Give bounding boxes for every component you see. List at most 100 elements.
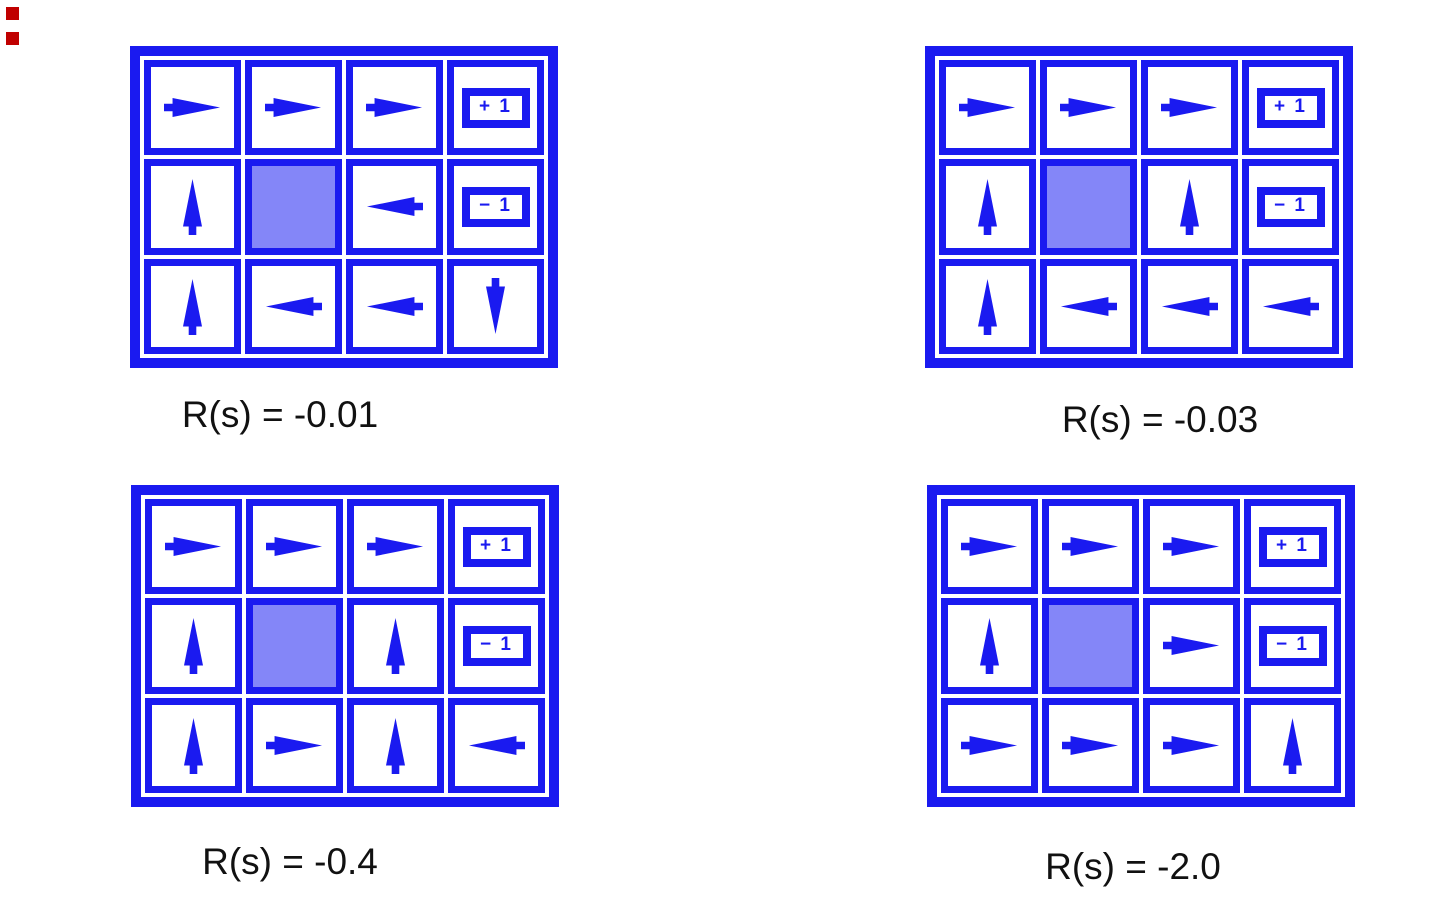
right-arrow-icon [1163,537,1220,557]
left-arrow-icon [366,197,423,217]
left-arrow-icon [1161,296,1218,316]
policy-grid-r-2.0: + 1 − 1 [927,485,1355,807]
terminal-cell: − 1 [1242,159,1339,255]
right-arrow-icon [1062,735,1119,755]
policy-cell-right [346,60,443,156]
right-arrow-icon [1062,537,1119,557]
badge-label: − 1 [1274,195,1307,217]
terminal-cell: + 1 [1242,60,1339,156]
up-arrow-icon [183,179,202,236]
policy-cell-up [939,258,1036,354]
policy-cell-up [1244,697,1341,793]
policy-cell-left [346,159,443,255]
grid-caption: R(s) = -0.4 [202,841,378,882]
policy-cell-right [145,499,242,595]
wall-cell [1040,159,1137,255]
policy-grid-r-0.4: + 1 − 1 [131,485,559,807]
badge-label: − 1 [1276,634,1309,656]
terminal-cell: − 1 [1244,598,1341,694]
policy-cell-right [246,697,343,793]
right-arrow-icon [265,98,322,118]
up-arrow-icon [386,717,405,774]
policy-cell-right [1042,499,1139,595]
badge-label: − 1 [480,634,513,656]
policy-cell-right [1143,499,1240,595]
up-arrow-icon [978,179,997,236]
minus-one-badge: − 1 [1258,625,1327,666]
left-arrow-icon [1060,296,1117,316]
wall-cell [245,159,342,255]
right-arrow-icon [1163,636,1220,656]
policy-cell-down [447,258,544,354]
grid-caption: R(s) = -2.0 [1045,846,1221,887]
left-arrow-icon [1262,296,1319,316]
minus-one-badge: − 1 [1256,186,1325,227]
policy-cell-up [347,697,444,793]
plus-one-badge: + 1 [462,526,531,567]
terminal-cell: − 1 [447,159,544,255]
policy-cell-right [1042,697,1139,793]
wall-cell [1042,598,1139,694]
policy-cell-left [1242,258,1339,354]
policy-cell-right [1143,598,1240,694]
policy-cell-right [144,60,241,156]
badge-label: + 1 [1274,96,1307,118]
minus-one-badge: − 1 [461,186,530,227]
right-arrow-icon [1163,735,1220,755]
up-arrow-icon [183,278,202,335]
policy-cell-up [939,159,1036,255]
red-marker [6,7,19,20]
red-marker [6,32,19,45]
policy-cell-left [448,697,545,793]
policy-cell-up [1141,159,1238,255]
policy-cell-right [1143,697,1240,793]
right-arrow-icon [366,98,423,118]
right-arrow-icon [367,537,424,557]
right-arrow-icon [164,98,221,118]
policy-cell-right [1040,60,1137,156]
policy-cell-left [1141,258,1238,354]
policy-cell-right [1141,60,1238,156]
policy-cell-right [246,499,343,595]
wall-cell [246,598,343,694]
right-arrow-icon [959,98,1016,118]
policy-cell-left [346,258,443,354]
up-arrow-icon [980,618,999,675]
right-arrow-icon [266,735,323,755]
right-arrow-icon [1060,98,1117,118]
policy-cell-up [145,697,242,793]
right-arrow-icon [961,735,1018,755]
badge-label: − 1 [479,195,512,217]
policy-cell-up [347,598,444,694]
policy-grid-r-0.03: + 1 − 1 [925,46,1353,368]
policy-cell-up [941,598,1038,694]
left-arrow-icon [265,296,322,316]
up-arrow-icon [184,717,203,774]
down-arrow-icon [486,277,505,334]
up-arrow-icon [978,278,997,335]
terminal-cell: − 1 [448,598,545,694]
policy-cell-left [1040,258,1137,354]
policy-cell-left [245,258,342,354]
terminal-cell: + 1 [448,499,545,595]
badge-label: + 1 [1276,535,1309,557]
right-arrow-icon [1161,98,1218,118]
plus-one-badge: + 1 [1256,87,1325,128]
policy-cell-right [941,499,1038,595]
left-arrow-icon [366,296,423,316]
policy-grid-r-0.01: + 1 − 1 [130,46,558,368]
minus-one-badge: − 1 [462,625,531,666]
plus-one-badge: + 1 [1258,526,1327,567]
policy-cell-right [941,697,1038,793]
grid-caption: R(s) = -0.03 [1061,399,1259,440]
up-arrow-icon [386,618,405,675]
plus-one-badge: + 1 [461,87,530,128]
policy-cell-up [144,159,241,255]
policy-cell-up [144,258,241,354]
up-arrow-icon [1180,179,1199,236]
badge-label: + 1 [480,535,513,557]
right-arrow-icon [266,537,323,557]
right-arrow-icon [165,537,222,557]
policy-cell-right [939,60,1036,156]
